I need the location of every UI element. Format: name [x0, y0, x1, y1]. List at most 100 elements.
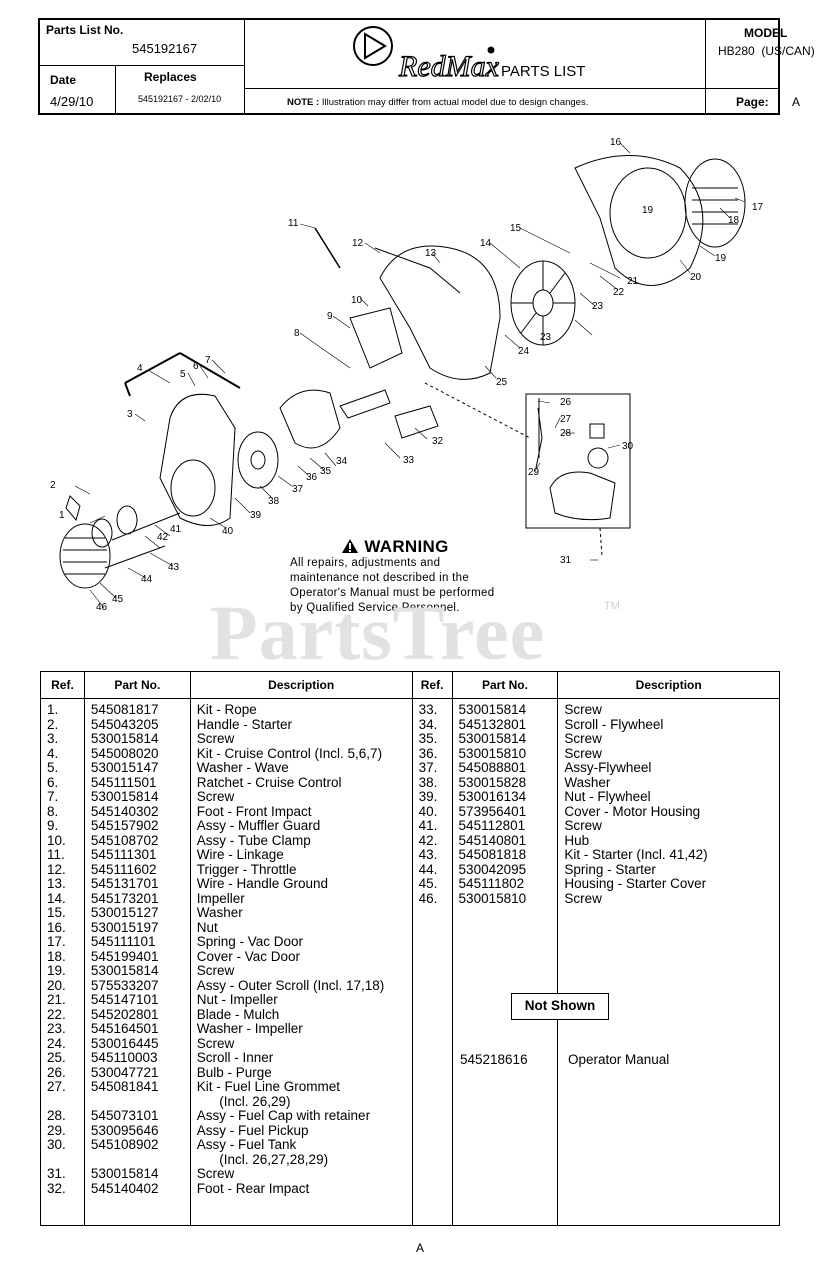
page-footer: A: [415, 1241, 424, 1255]
warning-text: All repairs, adjustments and maintenance…: [290, 557, 495, 614]
callout-6: 6: [193, 361, 199, 372]
callout-25: 25: [496, 377, 508, 388]
logo-title-cell: RedMax PARTS LIST NOTE : Illustration ma…: [244, 20, 706, 113]
callout-22: 22: [613, 287, 625, 298]
rear-impact-foot: [394, 405, 439, 439]
callout-21: 21: [627, 276, 639, 287]
fuel-tank-box: [525, 393, 631, 529]
warning-triangle-icon: [342, 539, 359, 553]
front-impact-foot: [339, 389, 391, 419]
right-desc-column: Screw Scroll - Flywheel Screw Screw Assy…: [557, 698, 780, 1226]
vac-door-part: [684, 158, 746, 248]
partstree-watermark: PartsTree: [210, 589, 546, 676]
col-part-right: Part No.: [451, 671, 559, 699]
not-shown-description: Operator Manual: [568, 1052, 670, 1067]
callout-35: 35: [320, 466, 332, 477]
model-cell: MODEL HB280 (US/CAN): [704, 20, 815, 88]
replaces-value: 545192167 - 2/02/10: [138, 94, 222, 104]
callout-27: 27: [560, 414, 572, 425]
right-part-column: 530015814 545132801 530015814 530015810 …: [451, 698, 559, 1226]
flywheel-scroll-part: [279, 389, 341, 449]
parts-list-title: PARTS LIST: [501, 63, 586, 80]
callout-39: 39: [250, 510, 262, 521]
callout-28: 28: [560, 428, 572, 439]
warning-title-text: WARNING: [364, 537, 449, 556]
not-shown-part-no: 545218616: [460, 1052, 528, 1067]
callout-14: 14: [480, 238, 492, 249]
page-label: Page:: [736, 95, 769, 109]
callout-10: 10: [351, 295, 363, 306]
callout-17: 17: [752, 202, 764, 213]
callout-18: 18: [728, 215, 740, 226]
callout-42: 42: [157, 532, 169, 543]
fuel-pickup: [535, 407, 543, 469]
callout-8: 8: [294, 328, 300, 339]
callout-31: 31: [560, 555, 572, 566]
callout-5: 5: [180, 369, 186, 380]
left-part-column: 545081817 545043205 530015814 545008020 …: [83, 698, 191, 1226]
callout-38: 38: [268, 496, 280, 507]
callout-19a: 19: [642, 205, 654, 216]
callout-40: 40: [222, 526, 234, 537]
col-ref-left: Ref.: [40, 671, 85, 699]
page-value: A: [792, 95, 801, 109]
col-desc-right: Description: [557, 671, 780, 699]
callout-32: 32: [432, 436, 444, 447]
warning-block: WARNING All repairs, adjustments and mai…: [290, 538, 500, 616]
col-ref-right: Ref.: [411, 671, 453, 699]
model-label: MODEL: [744, 26, 788, 40]
callout-1: 1: [59, 510, 65, 521]
starter-housing: [59, 523, 111, 589]
not-shown-label: Not Shown: [511, 993, 609, 1020]
callout-26: 26: [560, 397, 572, 408]
table-body-row: 1. 2. 3. 4. 5. 6. 7. 8. 9. 10. 11. 12. 1…: [40, 698, 780, 1226]
callout-2: 2: [50, 480, 56, 491]
warning-title: WARNING: [290, 537, 500, 556]
callout-7: 7: [205, 355, 211, 366]
table-header-row: Ref. Part No. Description Ref. Part No. …: [40, 671, 780, 699]
motor-housing-cover: [159, 393, 236, 526]
callout-36: 36: [306, 472, 318, 483]
col-part-left: Part No.: [83, 671, 191, 699]
replaces-cell: Replaces 545192167 - 2/02/10: [116, 66, 244, 113]
left-ref-column: 1. 2. 3. 4. 5. 6. 7. 8. 9. 10. 11. 12. 1…: [40, 698, 85, 1226]
callout-9: 9: [327, 311, 333, 322]
brand-text: RedMax: [398, 50, 500, 83]
callout-34: 34: [336, 456, 348, 467]
redmax-logo-icon: RedMax: [353, 26, 500, 84]
callout-30: 30: [622, 441, 634, 452]
parts-list-header: Parts List No. 545192167 Date 4/29/10 Re…: [38, 18, 815, 115]
note-label: NOTE :: [287, 97, 320, 108]
callout-20: 20: [690, 272, 702, 283]
callout-33: 33: [403, 455, 415, 466]
exploded-parts-diagram: 1 2 3 4 5 6 7 8 9 10 11 12 13 14 15 16 1…: [50, 137, 764, 613]
page-cell: Page: A: [704, 88, 800, 113]
note-divider: [245, 88, 705, 89]
date-value: 4/29/10: [50, 94, 94, 109]
callout-16: 16: [610, 137, 622, 148]
col-desc-left: Description: [189, 671, 413, 699]
replaces-label: Replaces: [144, 70, 197, 84]
callout-46: 46: [96, 602, 108, 613]
callout-37: 37: [292, 484, 304, 495]
date-label: Date: [50, 73, 77, 87]
right-ref-column: 33. 34. 35. 36. 37. 38. 39. 40. 41. 42. …: [411, 698, 453, 1226]
callout-15: 15: [510, 223, 522, 234]
starter-hub: [116, 505, 138, 535]
parts-list-no-cell: Parts List No. 545192167: [40, 20, 244, 66]
muffler-guard-part: [349, 307, 403, 369]
callout-23b: 23: [540, 332, 552, 343]
model-value: HB280 (US/CAN): [718, 44, 815, 58]
callout-45: 45: [112, 594, 124, 605]
flywheel-part: [237, 431, 279, 489]
starter-handle: [65, 495, 81, 522]
parts-table: Ref. Part No. Description Ref. Part No. …: [40, 671, 780, 1226]
linkage-wire: [314, 227, 341, 269]
callout-3: 3: [127, 409, 133, 420]
note-text: Illustration may differ from actual mode…: [321, 97, 589, 108]
left-desc-column: Kit - Rope Handle - Starter Screw Kit - …: [189, 698, 413, 1226]
callout-11: 11: [288, 218, 299, 229]
watermark-tm: TM: [604, 600, 620, 612]
callout-43: 43: [168, 562, 180, 573]
date-cell: Date 4/29/10: [40, 66, 116, 113]
